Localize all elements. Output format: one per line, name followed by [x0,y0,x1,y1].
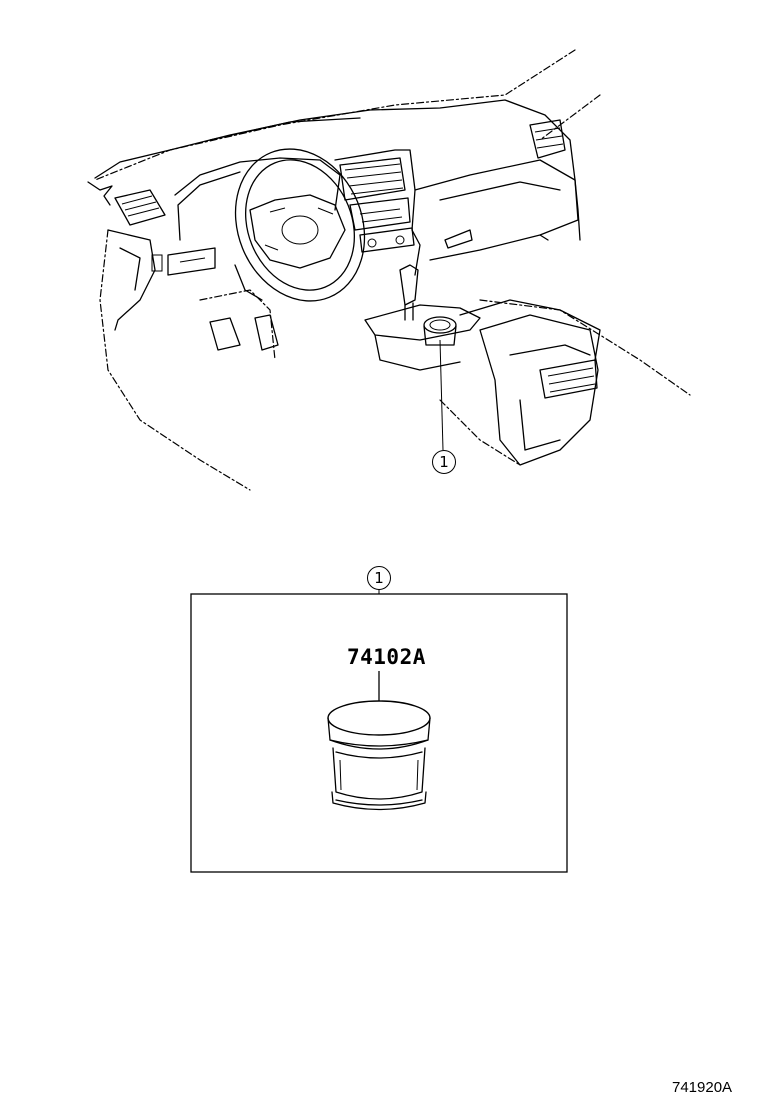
dashboard-overview-illustration [87,49,691,491]
part-number-label[interactable]: 74102A [347,645,426,669]
overview-callout-1[interactable]: 1 [432,450,456,474]
figure-id: 741920A [672,1079,733,1096]
